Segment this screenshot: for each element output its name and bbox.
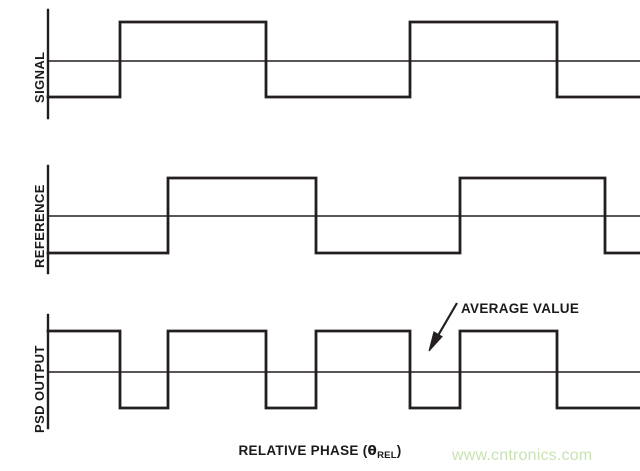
signal-waveform xyxy=(46,20,640,99)
theta-symbol: θ xyxy=(367,443,378,459)
average-value-annotation: AVERAGE VALUE xyxy=(461,301,580,316)
reference-waveform xyxy=(46,176,640,255)
reference-trace-group xyxy=(46,164,640,275)
x-axis-title: RELATIVE PHASE (θREL) xyxy=(0,443,640,461)
y-axis-label-signal: SIGNAL xyxy=(32,51,47,103)
arrow-shaft-icon xyxy=(436,302,458,338)
y-axis-label-reference: REFERENCE xyxy=(32,184,47,268)
x-axis-title-prefix: RELATIVE PHASE ( xyxy=(238,443,368,458)
psd-output-trace-group xyxy=(46,313,640,430)
psd-output-waveform xyxy=(46,329,640,410)
average-value-arrow xyxy=(428,302,458,352)
x-axis-title-subscript: REL xyxy=(377,450,397,461)
signal-trace-group xyxy=(46,8,640,120)
arrow-head-icon xyxy=(428,331,443,352)
y-axis-label-psd-output: PSD OUTPUT xyxy=(32,345,47,433)
watermark-text: www.cntronics.com xyxy=(452,447,593,464)
x-axis-title-suffix: ) xyxy=(396,443,402,458)
